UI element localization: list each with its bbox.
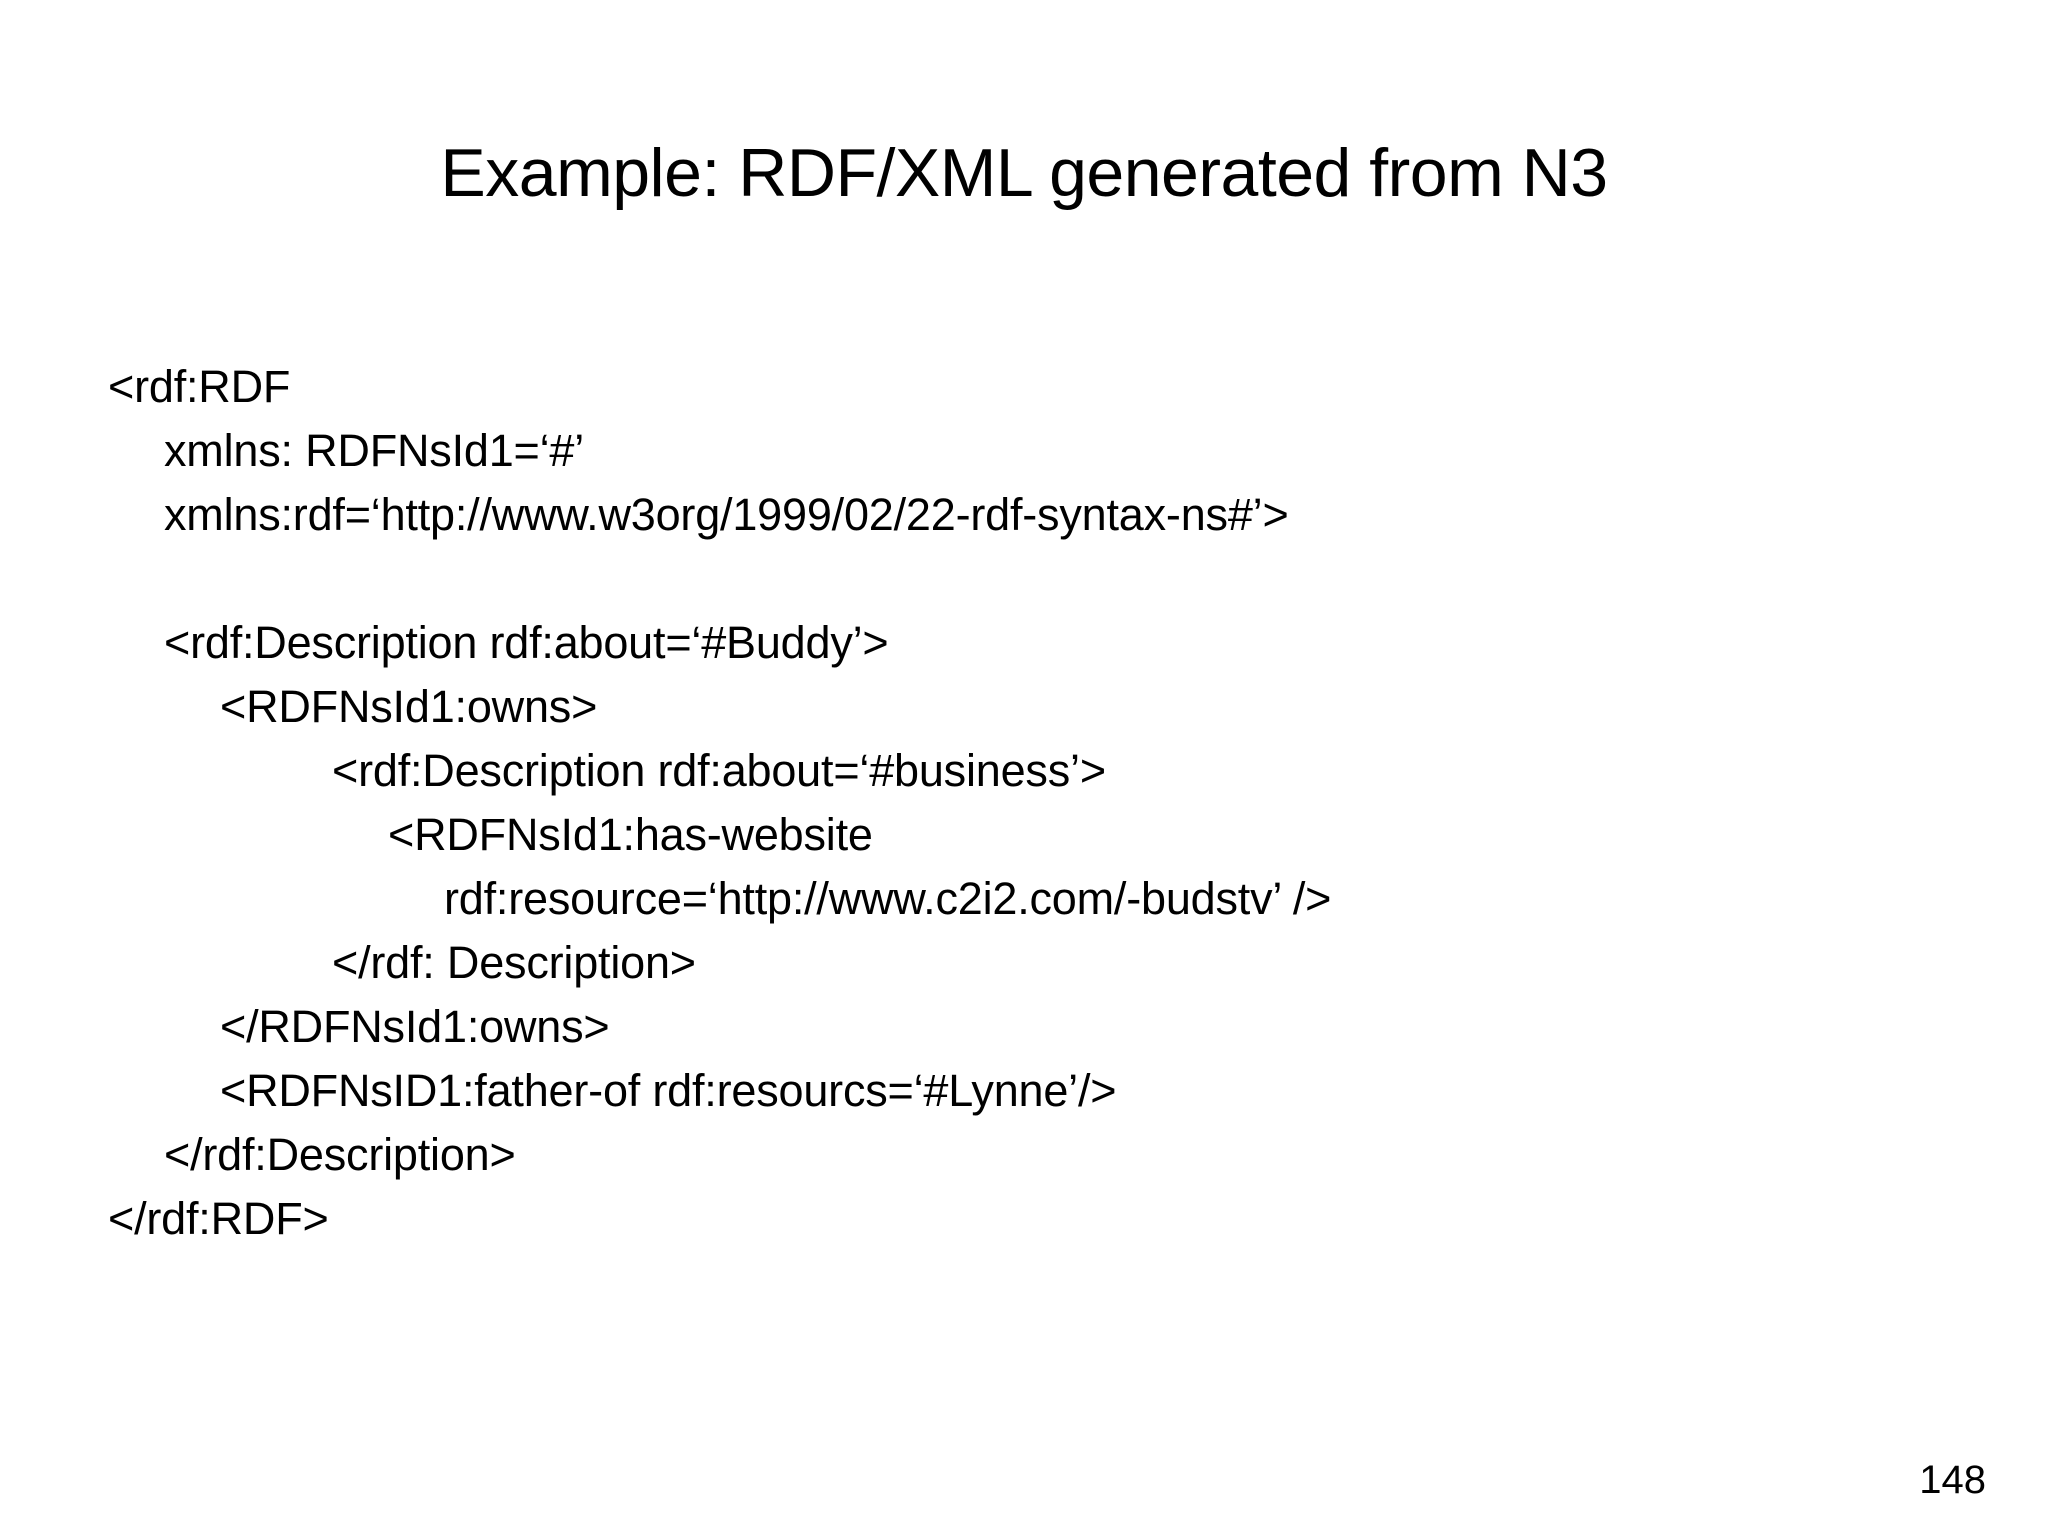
code-line: <rdf:Description rdf:about=‘#Buddy’> — [164, 617, 889, 668]
code-line-blank — [108, 547, 1988, 611]
code-line: </rdf:Description> — [164, 1129, 516, 1180]
page-number: 148 — [1919, 1458, 1986, 1502]
code-line: </rdf: Description> — [332, 937, 696, 988]
code-line: <rdf:RDF — [108, 361, 291, 412]
page-title: Example: RDF/XML generated from N3 — [440, 135, 1608, 211]
code-line: </RDFNsId1:owns> — [220, 1001, 610, 1052]
code-line: xmlns:rdf=‘http://www.w3org/1999/02/22-r… — [164, 489, 1289, 540]
code-block: <rdf:RDF xmlns: RDFNsId1=‘#’ xmlns:rdf=‘ht… — [108, 355, 1988, 1251]
code-line: <rdf:Description rdf:about=‘#business’> — [332, 745, 1106, 796]
code-line: <RDFNsId1:has-website — [388, 809, 873, 860]
code-line: xmlns: RDFNsId1=‘#’ — [164, 425, 585, 476]
code-line: rdf:resource=‘http://www.c2i2.com/-budst… — [444, 873, 1332, 924]
code-line: <RDFNsID1:father-of rdf:resourcs=‘#Lynne… — [220, 1065, 1117, 1116]
code-line: <RDFNsId1:owns> — [220, 681, 598, 732]
code-line: </rdf:RDF> — [108, 1193, 329, 1244]
